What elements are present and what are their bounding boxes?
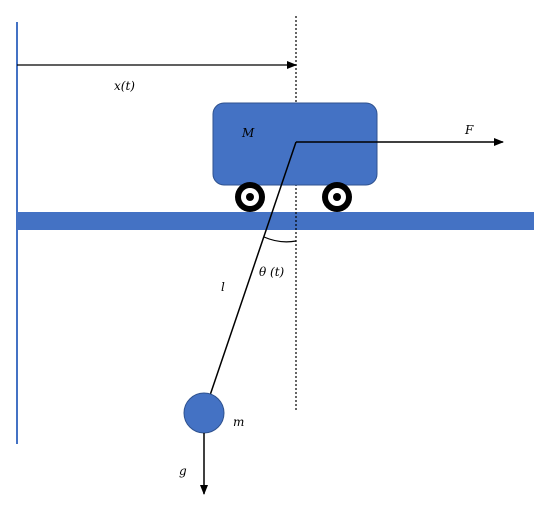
angle-label: θ (t)	[259, 265, 285, 279]
cart-mass-label: M	[241, 126, 255, 140]
bob-mass-label: m	[233, 415, 244, 429]
cart-wheel-left	[235, 182, 265, 212]
pendulum-bob	[183, 392, 225, 434]
gravity-label: g	[179, 464, 187, 478]
ground-track	[17, 212, 534, 230]
rod-length-label: l	[221, 280, 225, 294]
cart-wheel-right	[322, 182, 352, 212]
angle-arc	[263, 236, 297, 243]
pendulum-rod	[203, 141, 297, 414]
position-label: x(t)	[114, 79, 135, 93]
force-label: F	[464, 123, 474, 137]
